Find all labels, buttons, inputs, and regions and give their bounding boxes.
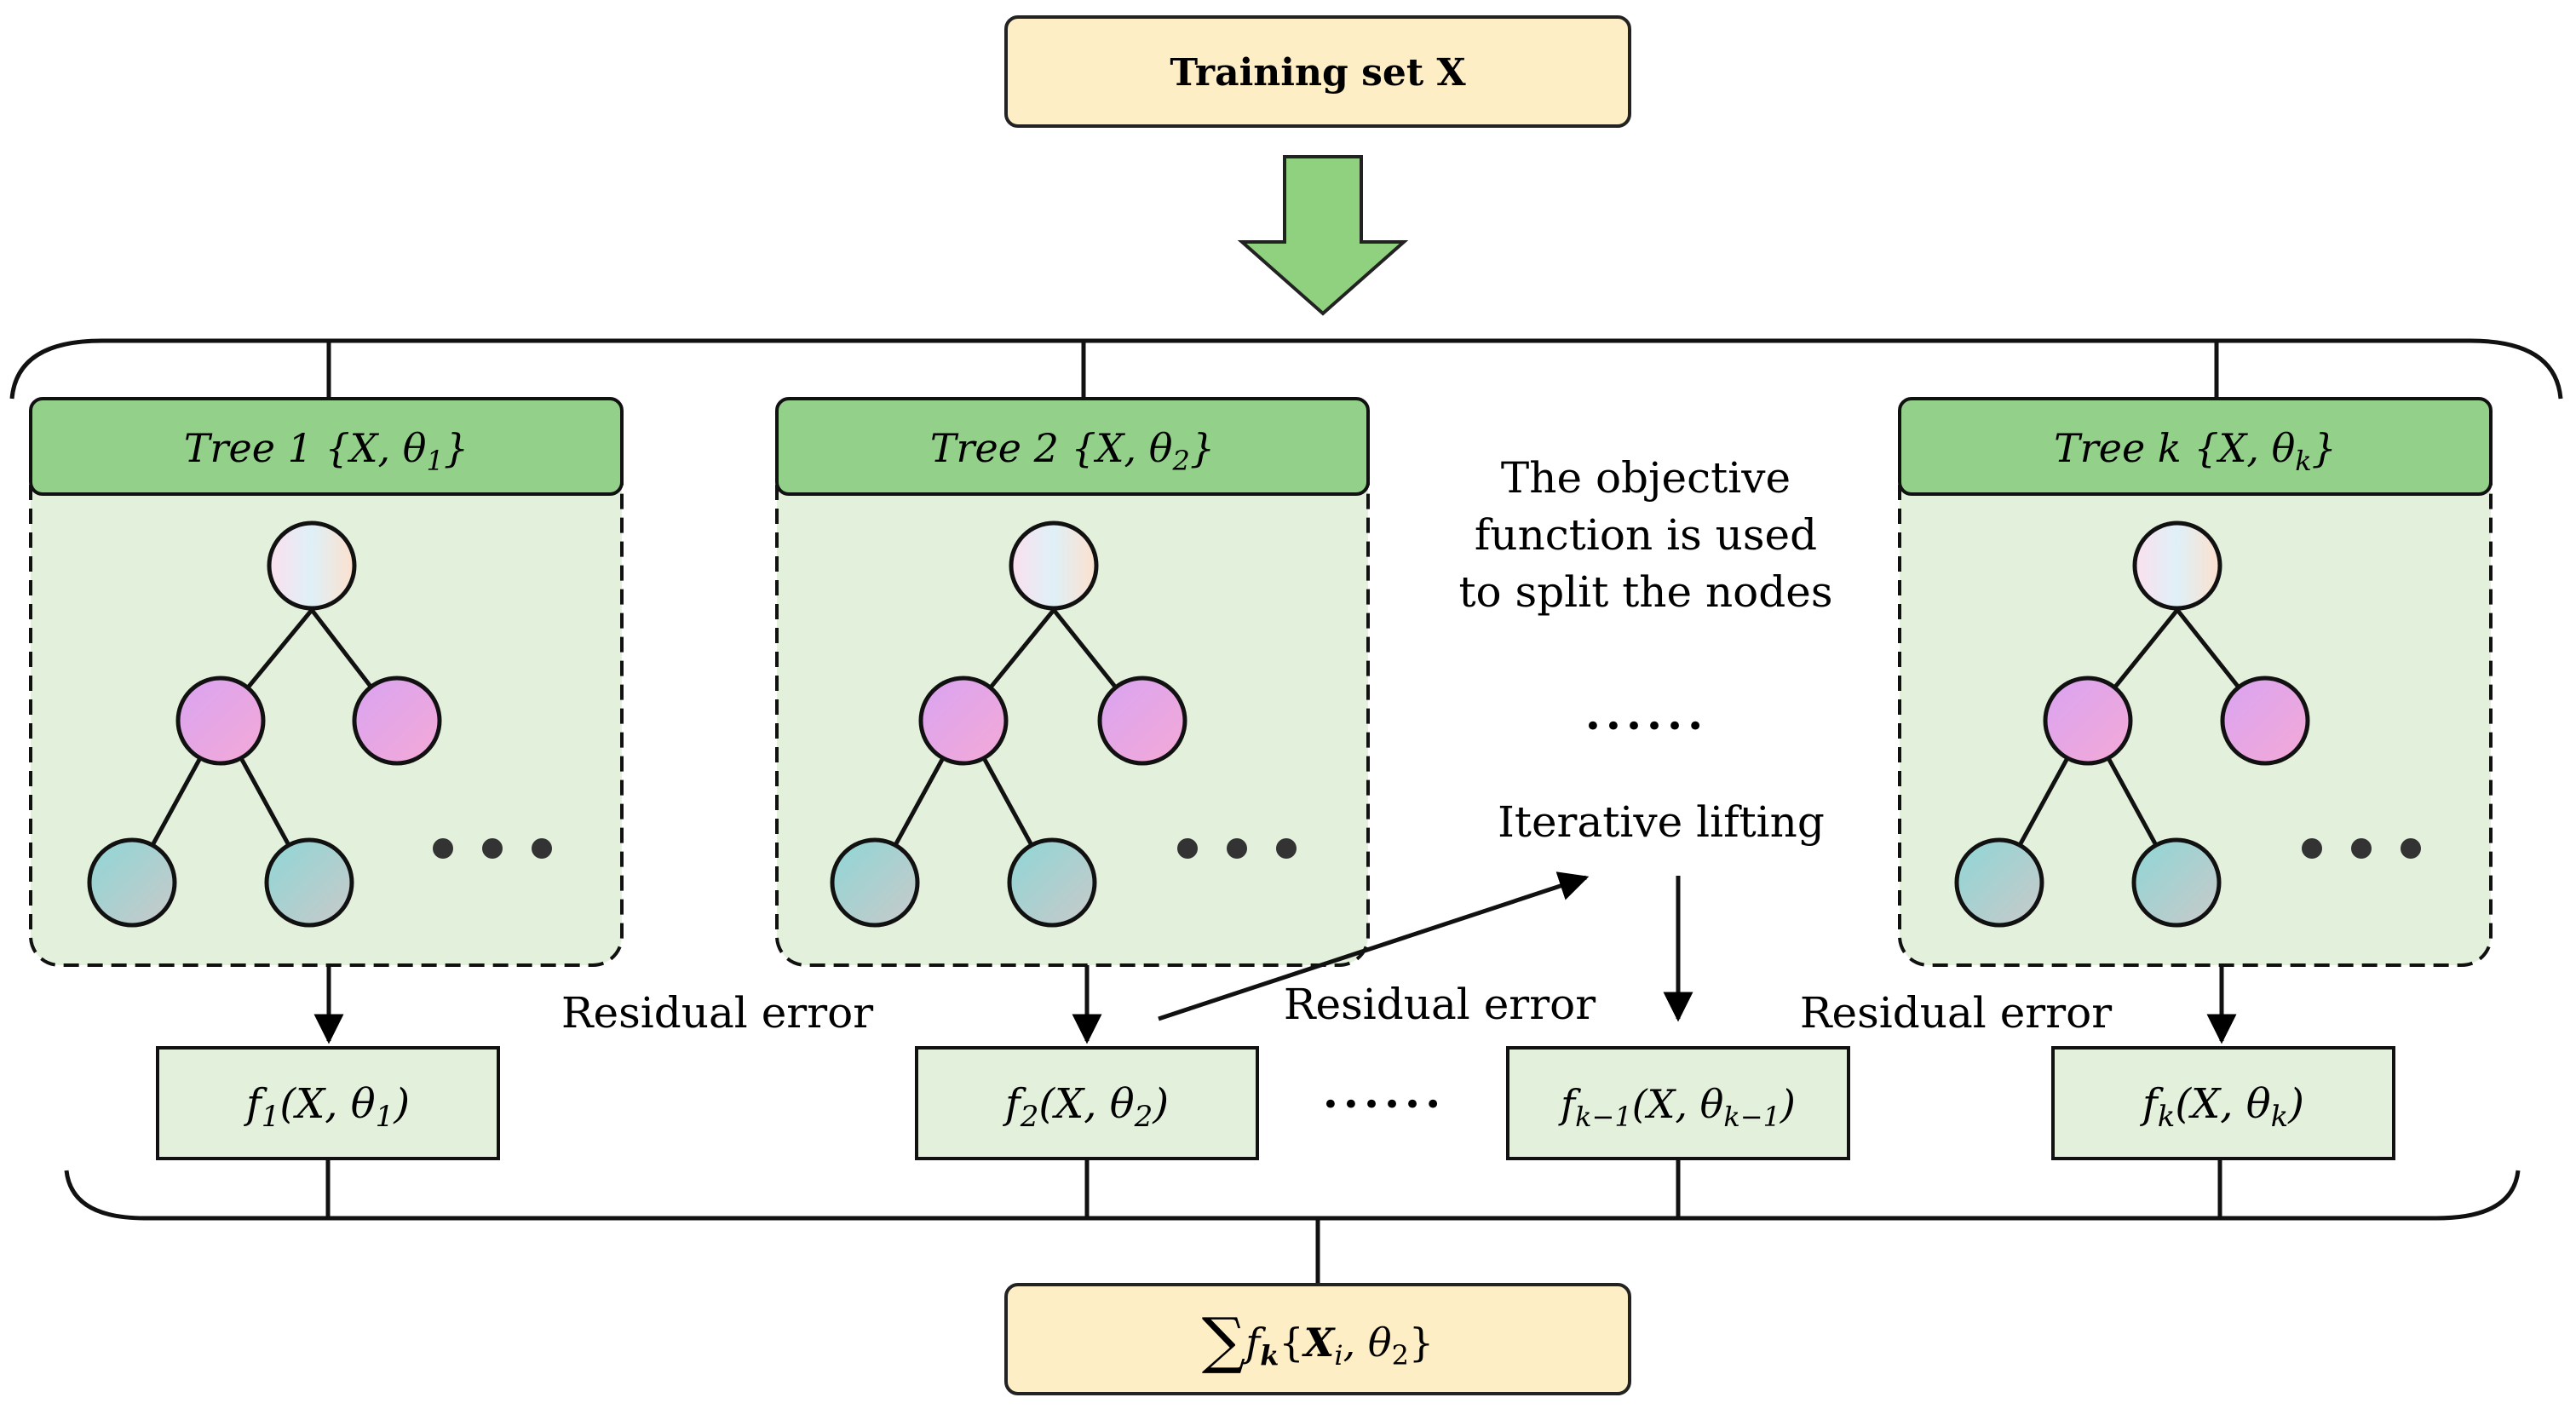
- ellipsis-dot: [1227, 838, 1247, 859]
- root-node: [267, 520, 357, 611]
- leaf-node: [830, 837, 920, 928]
- residual-error-label-2: Residual error: [1284, 980, 1596, 1029]
- training-set-box: Training set X: [1004, 15, 1631, 128]
- svg-text:fk−1(X, θk−1): fk−1(X, θk−1): [1558, 1081, 1796, 1133]
- objective-text-line3: to split the nodes: [1458, 567, 1832, 617]
- ellipsis-dot: [433, 838, 453, 859]
- function-box-k: fk(X, θk): [2051, 1046, 2395, 1160]
- tree-panel-1: Tree 1 {X, θ1}: [29, 397, 624, 967]
- ellipsis-dot: [532, 838, 552, 859]
- ellipsis-dot: [482, 838, 503, 859]
- function-box-1: f1(X, θ1): [156, 1046, 500, 1160]
- objective-text-line2: function is used: [1475, 510, 1817, 560]
- leaf-node: [1007, 837, 1097, 928]
- tree-panel-2: Tree 2 {X, θ2}: [775, 397, 1370, 967]
- bottom-brace: [64, 1170, 2521, 1221]
- ellipsis-dot: [2351, 838, 2372, 859]
- root-node: [2132, 520, 2222, 611]
- internal-node: [1097, 676, 1187, 766]
- tree-1-graph: [87, 520, 552, 928]
- function-ellipsis: ••••••: [1322, 1088, 1445, 1122]
- tree-k-graph: [1954, 520, 2421, 928]
- ellipsis-dot: [1177, 838, 1198, 859]
- residual-error-label-1: Residual error: [561, 988, 873, 1038]
- arrow-residual-to-iterative: [1158, 871, 1590, 1021]
- internal-node: [2043, 676, 2133, 766]
- ellipsis-dot: [2401, 838, 2421, 859]
- root-node: [1009, 520, 1099, 611]
- objective-text-line1: The objective: [1501, 453, 1791, 503]
- internal-node: [918, 676, 1009, 766]
- svg-text:fk(X, θk): fk(X, θk): [2140, 1080, 2304, 1134]
- tree-2-header: Tree 2 {X, θ2}: [930, 425, 1215, 477]
- svg-text:∑fk{Xi, θ2}: ∑fk{Xi, θ2}: [1202, 1304, 1434, 1376]
- internal-node: [175, 676, 266, 766]
- svg-text:f2(X, θ2): f2(X, θ2): [1003, 1080, 1169, 1134]
- function-box-2: f2(X, θ2): [915, 1046, 1259, 1160]
- tree-panel-k: Tree k {X, θk}: [1898, 397, 2493, 967]
- middle-ellipsis: ••••••: [1584, 710, 1707, 744]
- function-box-k-minus-1: fk−1(X, θk−1): [1506, 1046, 1850, 1160]
- training-set-label: Training set X: [1170, 51, 1466, 95]
- leaf-node: [87, 837, 177, 928]
- output-sum-box: ∑fk{Xi, θ2}: [1004, 1283, 1631, 1395]
- ellipsis-dot: [2302, 838, 2322, 859]
- svg-text:f1(X, θ1): f1(X, θ1): [244, 1080, 410, 1134]
- iterative-lifting-label: Iterative lifting: [1498, 797, 1825, 847]
- down-arrow-icon: [1237, 155, 1409, 316]
- tree-k-header: Tree k {X, θk}: [2054, 425, 2337, 477]
- leaf-node: [264, 837, 354, 928]
- leaf-node: [1954, 837, 2044, 928]
- leaf-node: [2131, 837, 2222, 928]
- ellipsis-dot: [1276, 838, 1297, 859]
- internal-node: [2220, 676, 2310, 766]
- residual-error-label-3: Residual error: [1800, 988, 2112, 1038]
- internal-node: [352, 676, 442, 766]
- tree-1-header: Tree 1 {X, θ1}: [184, 425, 469, 477]
- top-brace: [9, 338, 2563, 400]
- tree-2-graph: [830, 520, 1297, 928]
